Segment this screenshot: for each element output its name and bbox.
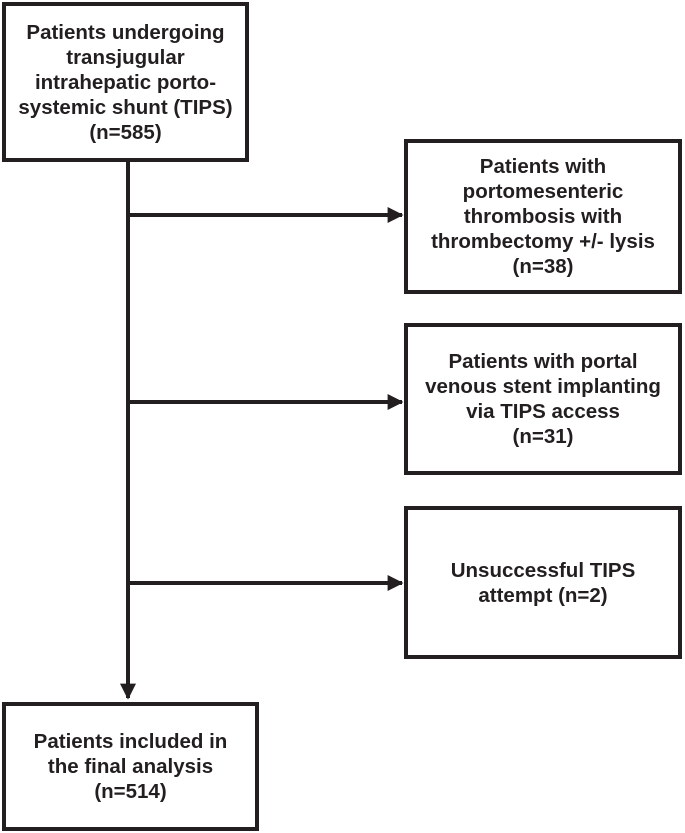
final-analysis-box: Patients included in the final analysis … [2,702,259,831]
final-line-3: (n=514) [94,780,167,803]
start-line-1: Patients undergoing [26,20,225,44]
start-line-5: (n=585) [89,120,162,144]
exclusion-box-thrombosis-text: Patients with portomesenteric thrombosis… [431,154,655,279]
start-box-text: Patients undergoing transjugular intrahe… [18,20,232,145]
exclusion-2-line-3: via TIPS access [466,400,620,423]
exclusion-1-line-2: portomesenteric [462,180,624,203]
exclusion-1-line-1: Patients with [479,155,607,178]
exclusion-1-line-5: (n=38) [512,255,574,278]
exclusion-1-line-3: thrombosis with [463,205,623,228]
exclusion-1-line-4: thrombectomy +/- lysis [431,230,655,253]
exclusion-2-line-4: (n=31) [512,425,574,448]
start-line-3: intrahepatic porto- [34,70,217,94]
final-line-1: Patients included in [33,730,228,753]
start-line-4: systemic shunt (TIPS) [18,95,233,119]
start-line-2: transjugular [66,45,185,69]
exclusion-2-line-1: Patients with portal [448,350,638,373]
exclusion-box-stent: Patients with portal venous stent implan… [404,323,682,475]
exclusion-box-thrombosis: Patients with portomesenteric thrombosis… [404,139,682,294]
exclusion-box-unsuccessful: Unsuccessful TIPS attempt (n=2) [404,506,682,659]
exclusion-2-line-2: venous stent implanting [425,375,661,398]
exclusion-3-line-2: attempt (n=2) [478,583,608,607]
exclusion-box-unsuccessful-text: Unsuccessful TIPS attempt (n=2) [451,558,636,608]
exclusion-3-line-1: Unsuccessful TIPS [450,558,636,582]
start-box: Patients undergoing transjugular intrahe… [2,2,249,162]
final-line-2: the final analysis [47,755,214,778]
exclusion-box-stent-text: Patients with portal venous stent implan… [425,349,661,449]
final-analysis-box-text: Patients included in the final analysis … [34,729,228,804]
